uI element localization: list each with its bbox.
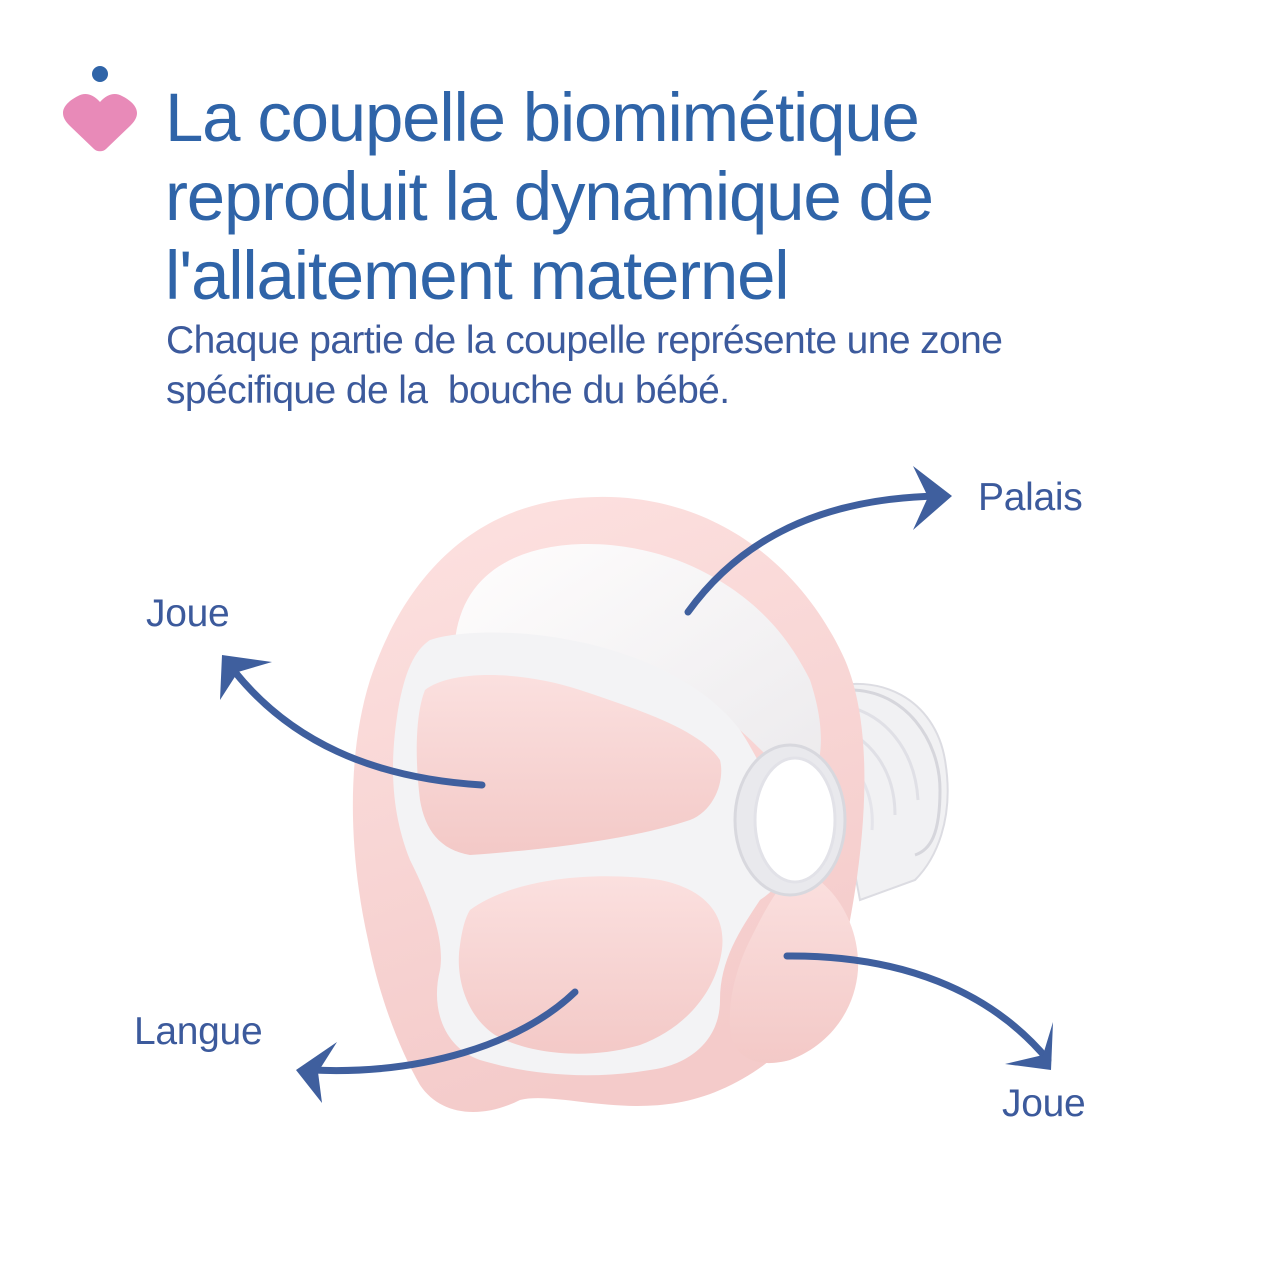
arrow-to-palais (684, 492, 944, 616)
arrow-to-joue-left (231, 668, 486, 789)
subtitle-line-2: spécifique de la bouche du bébé. (166, 369, 730, 412)
callout-label-langue: Langue (134, 1010, 263, 1053)
arrow-to-joue-right (783, 952, 1052, 1064)
heart-icon (63, 94, 137, 152)
title-line-1: La coupelle biomimétique (165, 79, 920, 156)
heart-with-dot-icon (63, 66, 137, 152)
shield-tunnel-opening (733, 743, 847, 897)
shield-cheek-zone-left (416, 675, 722, 855)
callout-label-joue-left: Joue (146, 592, 230, 635)
arrow-to-langue (308, 988, 579, 1075)
page-title: La coupelle biomimétique reproduit la dy… (165, 78, 1225, 315)
callout-label-palais: Palais (978, 476, 1083, 519)
callout-label-joue-right: Joue (1002, 1082, 1086, 1125)
arrowhead-palais-icon (913, 466, 952, 530)
shield-cheek-zone-right (729, 870, 859, 1064)
page-subtitle: Chaque partie de la coupelle représente … (166, 316, 1226, 416)
title-line-3: l'allaitement maternel (165, 237, 790, 314)
arrowhead-joue-left-icon (220, 655, 272, 700)
arrowhead-joue-right-icon (1005, 1022, 1053, 1070)
subtitle-line-1: Chaque partie de la coupelle représente … (166, 319, 1003, 362)
dot-icon (92, 66, 108, 82)
shield-tongue-zone (458, 876, 723, 1054)
shield-palate-zone (455, 543, 821, 790)
title-line-2: reproduit la dynamique de (165, 158, 934, 235)
arrowhead-langue-icon (296, 1042, 337, 1103)
